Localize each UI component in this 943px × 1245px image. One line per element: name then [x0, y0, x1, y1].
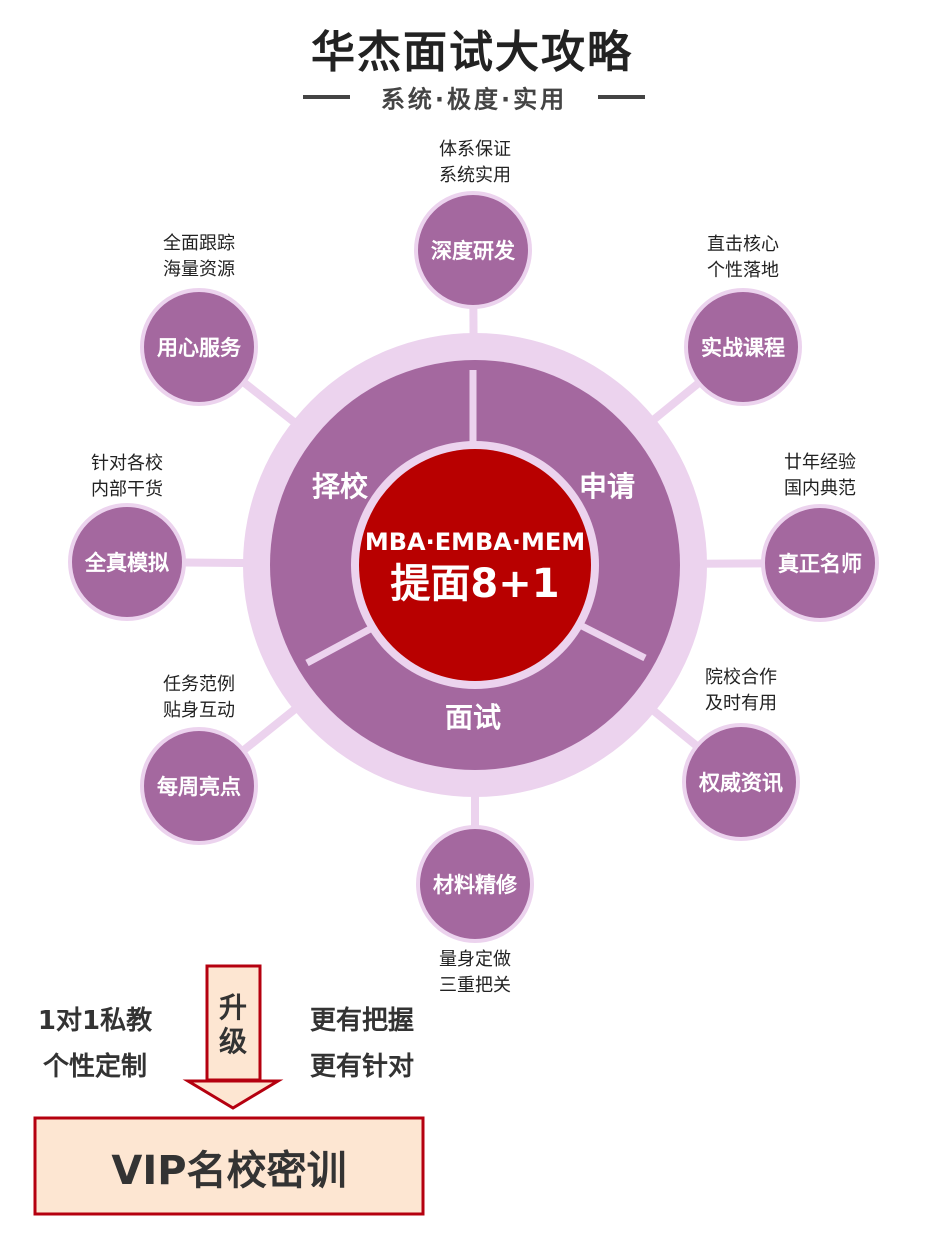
benefit-line: 1对1私教 [37, 1006, 153, 1036]
node-caption: 院校合作及时有用 [705, 665, 777, 717]
node-label: 用心服务 [157, 336, 241, 360]
benefit-line: 更有针对 [309, 1052, 415, 1082]
caption-line: 全面跟踪 [163, 233, 235, 254]
node-caption: 体系保证系统实用 [439, 137, 511, 189]
vip-box [33, 1116, 425, 1216]
caption-line: 内部干货 [91, 479, 163, 500]
node-caption: 全面跟踪海量资源 [163, 231, 235, 283]
caption-line: 个性落地 [707, 260, 779, 281]
caption-line: 三重把关 [439, 975, 511, 996]
upgrade-char: 级 [218, 1025, 248, 1058]
caption-line: 任务范例 [163, 674, 235, 695]
caption-line: 直击核心 [707, 234, 779, 255]
node-caption: 针对各校内部干货 [91, 451, 163, 503]
node-caption: 直击核心个性落地 [707, 232, 779, 284]
caption-line: 针对各校 [91, 453, 163, 474]
page-subtitle: 系统·极度·实用 [380, 85, 568, 114]
caption-line: 体系保证 [439, 139, 511, 160]
node-caption: 廿年经验国内典范 [784, 450, 856, 502]
segment-label: 申请 [578, 470, 636, 503]
right-benefits: 更有把握更有针对 [310, 998, 414, 1090]
benefit-line: 更有把握 [309, 1006, 415, 1036]
caption-line: 量身定做 [439, 949, 511, 970]
node-label: 每周亮点 [157, 775, 241, 799]
node-label: 全真模拟 [85, 551, 169, 575]
node-caption: 量身定做三重把关 [439, 947, 511, 999]
caption-line: 及时有用 [705, 693, 777, 714]
caption-line: 廿年经验 [784, 452, 856, 473]
upgrade-char: 升 [218, 991, 248, 1024]
core-programs: MBA·EMBA·MEM [364, 528, 586, 556]
segment-label: 择校 [311, 470, 369, 503]
benefit-line: 个性定制 [42, 1052, 147, 1082]
node-label: 材料精修 [433, 873, 517, 897]
segment-dividers [305, 370, 647, 667]
segment-label: 面试 [444, 701, 502, 734]
node-label: 权威资讯 [699, 771, 783, 795]
caption-line: 海量资源 [163, 259, 235, 280]
caption-line: 国内典范 [784, 478, 856, 499]
caption-line: 系统实用 [439, 165, 511, 186]
left-benefits: 1对1私教个性定制 [38, 998, 152, 1090]
caption-line: 贴身互动 [163, 700, 235, 721]
node-label: 真正名师 [778, 552, 862, 576]
page-title: 华杰面试大攻略 [311, 27, 633, 78]
node-label: 深度研发 [431, 239, 515, 263]
upgrade-arrow [182, 964, 284, 1110]
vip-title: VIP名校密训 [111, 1148, 347, 1194]
core-circle [359, 449, 591, 681]
node-caption: 任务范例贴身互动 [163, 672, 235, 724]
node-label: 实战课程 [701, 336, 785, 360]
node-circles [68, 191, 879, 943]
upgrade-label: 升级 [219, 991, 247, 1059]
core-title: 提面8+1 [390, 561, 560, 607]
caption-line: 院校合作 [705, 667, 777, 688]
